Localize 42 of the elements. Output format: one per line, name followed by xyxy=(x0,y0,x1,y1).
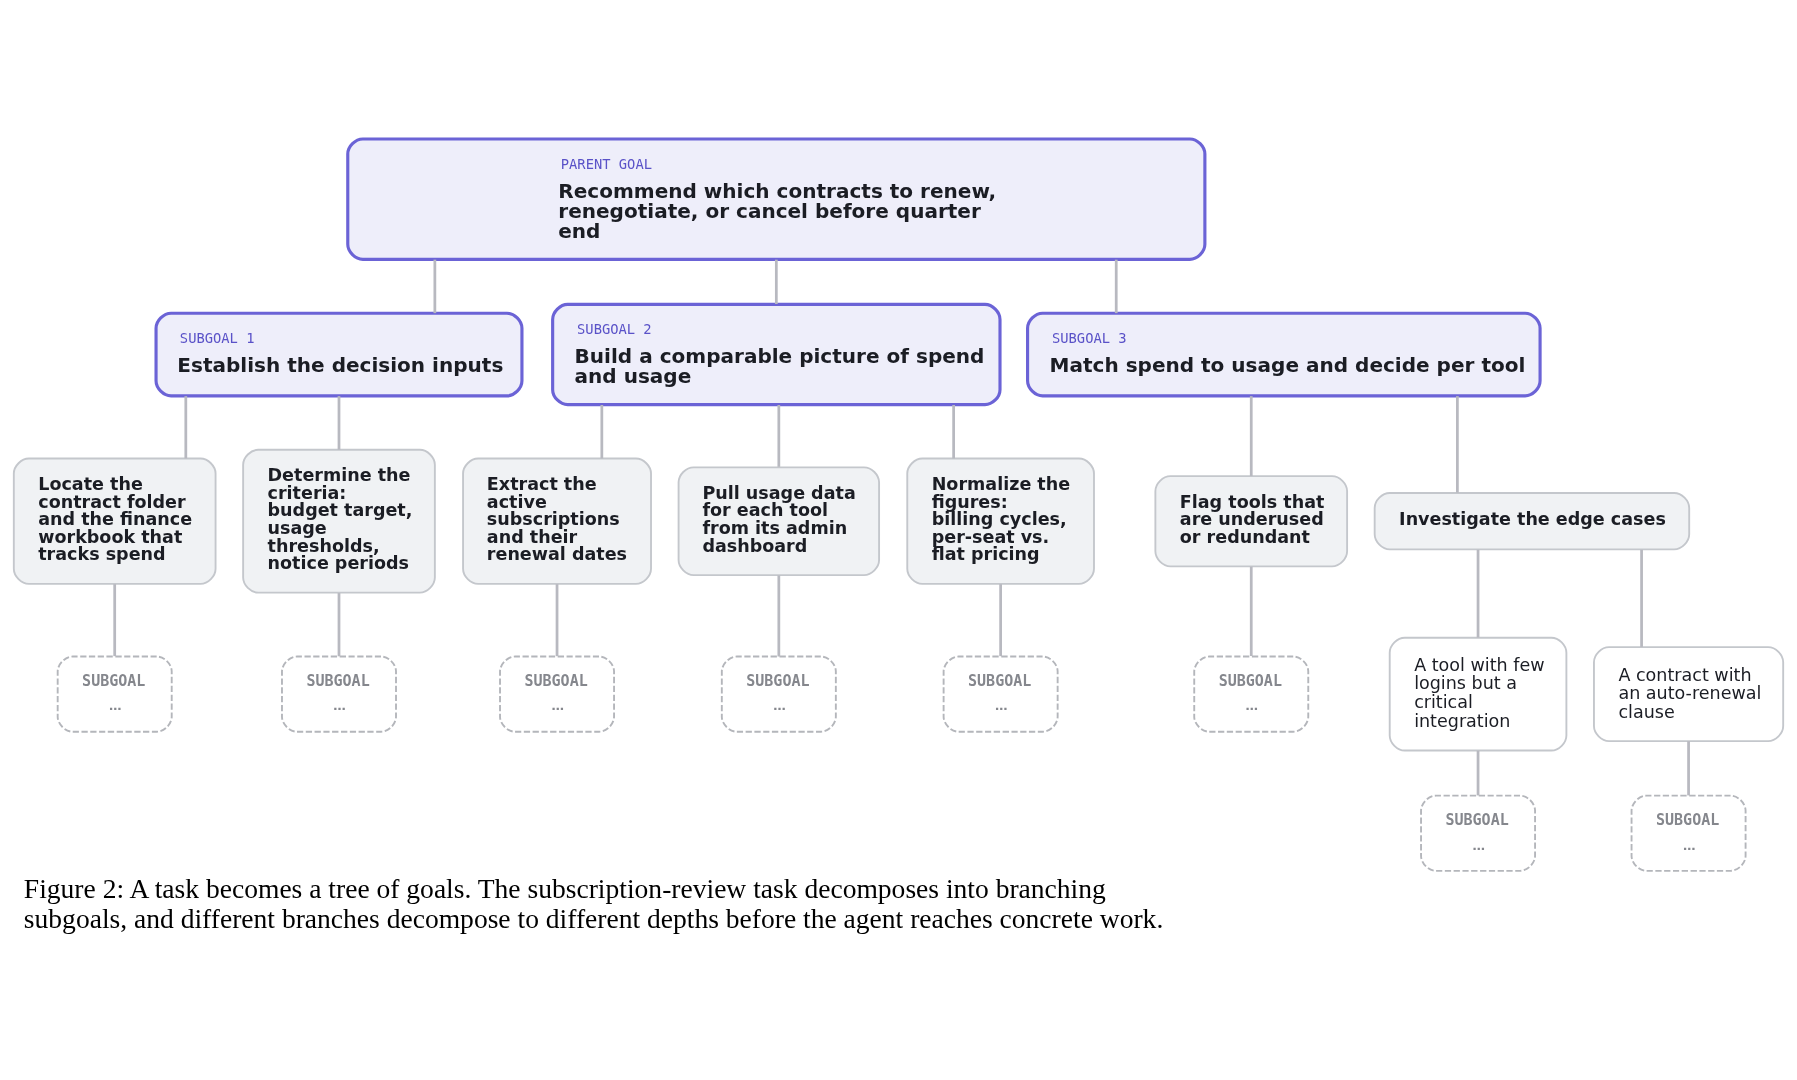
connector xyxy=(1456,396,1459,493)
connector xyxy=(184,396,188,459)
connector xyxy=(337,593,341,657)
connector xyxy=(952,405,955,459)
node-box: Flag tools that are underused or redundant xyxy=(1154,475,1349,568)
node-box: SUBGOAL … xyxy=(281,655,397,733)
connector xyxy=(1249,396,1253,476)
node-box: SUBGOAL 2 Build a comparable picture of spend and usage xyxy=(551,302,1002,407)
connector xyxy=(113,584,117,657)
connector xyxy=(555,584,559,657)
connector xyxy=(999,584,1002,657)
node-box: SUBGOAL … xyxy=(942,655,1059,733)
node-box: SUBGOAL … xyxy=(1193,655,1310,733)
connector xyxy=(777,575,781,657)
node-box: SUBGOAL … xyxy=(499,655,615,733)
caption: Figure 2: A task becomes a tree of goals. The subscription-review task decomposes into branching subgoals, and different branches decompose to different depths before the agent reaches concrete work. xyxy=(23,872,1164,934)
connector xyxy=(600,405,604,459)
connector xyxy=(337,396,341,450)
connector xyxy=(1640,549,1643,647)
connector xyxy=(1476,750,1480,796)
node-box: Pull usage data for each tool from its admin dashboard xyxy=(677,466,881,577)
connector xyxy=(1114,259,1118,314)
connector xyxy=(1687,741,1690,796)
node-box: Locate the contract folder and the finance workbook that tracks spend xyxy=(12,457,217,585)
connector xyxy=(777,405,781,467)
node-box: PARENT GOAL Recommend which contracts to renew, renegotiate, or cancel before quarter end xyxy=(346,137,1207,261)
node-box: Normalize the figures: billing cycles, per-seat vs. flat pricing xyxy=(906,457,1095,585)
connector xyxy=(1249,566,1253,656)
connector xyxy=(433,259,437,314)
node-box: SUBGOAL … xyxy=(1420,794,1536,872)
node-box: A contract with an auto-renewal clause xyxy=(1593,646,1785,743)
node-box: SUBGOAL … xyxy=(1630,794,1747,872)
connector xyxy=(774,259,778,304)
node-box: Extract the active subscriptions and their renewal dates xyxy=(462,457,652,585)
node-box: SUBGOAL 3 Match spend to usage and decide per tool xyxy=(1026,311,1542,398)
connector xyxy=(1476,549,1480,638)
node-box: Investigate the edge cases xyxy=(1373,492,1691,551)
node-box: Determine the criteria: budget target, usage thresholds, notice periods xyxy=(242,448,436,594)
node-box: SUBGOAL 1 Establish the decision inputs xyxy=(154,311,524,398)
node-box: A tool with few logins but a critical integration xyxy=(1388,636,1568,752)
node-box: SUBGOAL … xyxy=(720,655,837,733)
node-box: SUBGOAL … xyxy=(56,655,173,733)
